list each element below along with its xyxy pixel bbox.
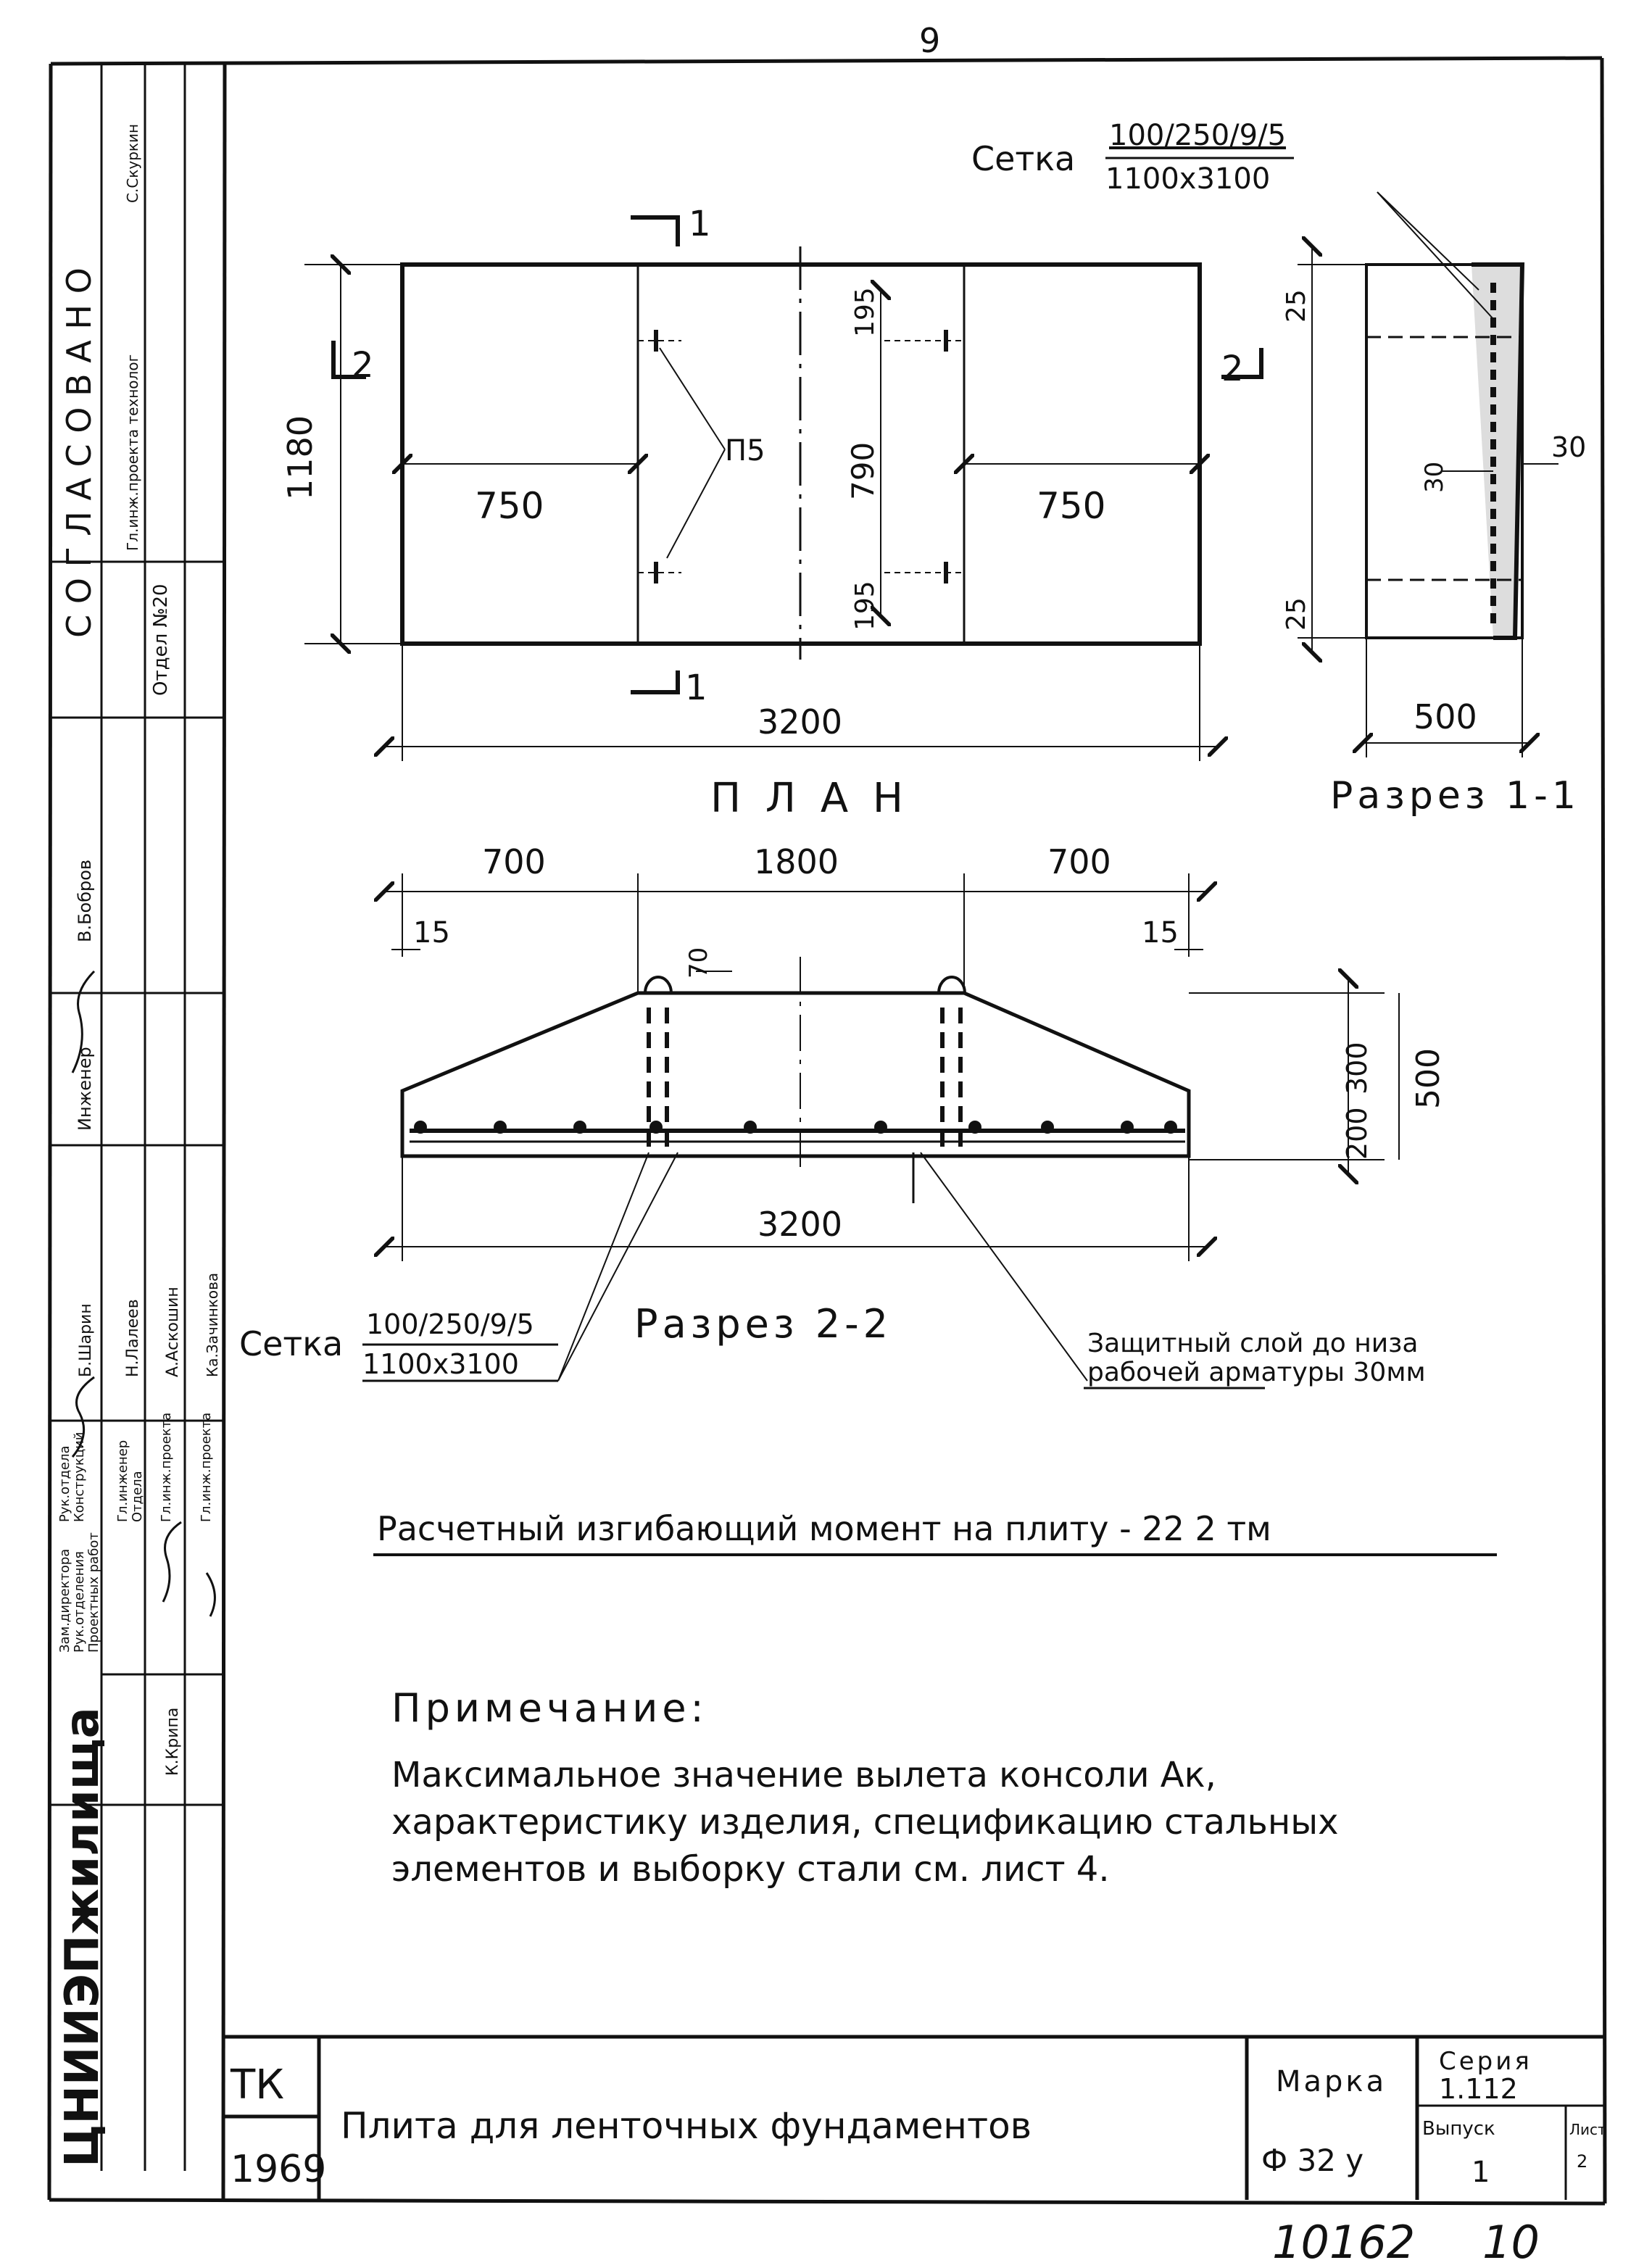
- stamp-role-1: Зам.директора: [57, 1549, 72, 1653]
- s22-dim-mid: 1800: [754, 842, 839, 881]
- plan-right-bay-dim: 750: [1037, 485, 1105, 527]
- stamp-role-3: Проектных работ: [86, 1532, 101, 1653]
- stamp-dept: Отдел №20: [150, 583, 172, 696]
- moment-text: Расчетный изгибающий момент на плиту - 2…: [377, 1509, 1271, 1548]
- stamp-name-2: Б.Шарин: [77, 1303, 95, 1377]
- s11-dim-bottom: 25: [1282, 597, 1311, 631]
- plan-view: [304, 215, 1263, 761]
- org-name: ЦНИИЭПжилища: [56, 1707, 109, 2167]
- s11-mesh-den: 1100x3100: [1105, 162, 1270, 196]
- s11-mesh-num: 100/250/9/5: [1109, 119, 1286, 152]
- section2-right-mark: 2: [1221, 349, 1244, 389]
- plan-title: П Л А Н: [710, 775, 909, 822]
- plan-width-dim: 3200: [757, 702, 842, 742]
- plan-top-gap-dim: 195: [850, 287, 880, 337]
- s22-dim-left: 700: [482, 842, 546, 881]
- section11-labels: Сетка 100/250/9/5 1100x3100 25 25 30 30 …: [971, 119, 1586, 818]
- tb-issue-value: 1: [1472, 2156, 1490, 2189]
- top-page-number: 9: [919, 21, 940, 60]
- tb-marka-label: Марка: [1276, 2065, 1387, 2098]
- plan-mid-dim: 790: [845, 442, 881, 500]
- stamp-role-9: Гл.инж.проекта: [199, 1413, 214, 1522]
- tb-marka-value: Ф 32 у: [1261, 2143, 1363, 2178]
- s22-mesh-den: 1100x3100: [362, 1348, 519, 1380]
- s22-dim-h-top: 300: [1341, 1042, 1373, 1094]
- plan-height-dim: 1180: [281, 415, 320, 500]
- stamp-role-8: Гл.инж.проекта: [159, 1413, 174, 1522]
- section22-labels: 700 1800 700 15 15 70 300 200 500 3200 Р…: [239, 842, 1447, 1390]
- stamp-role-6: Гл.инженер: [115, 1440, 130, 1522]
- s22-protect-line1: Защитный слой до низа: [1087, 1329, 1418, 1358]
- s22-mesh-num: 100/250/9/5: [366, 1308, 534, 1340]
- section1-top-mark: 1: [689, 204, 711, 244]
- tb-code: ТК: [230, 2061, 284, 2109]
- s11-dim-top: 25: [1282, 289, 1311, 323]
- s11-mesh-label: Сетка: [971, 139, 1075, 178]
- signature: [71, 970, 96, 1073]
- section22-view: [384, 873, 1400, 1382]
- tb-series-label: Серия: [1439, 2047, 1532, 2076]
- s22-edge-right: 15: [1142, 916, 1179, 950]
- s22-edge-left: 15: [413, 916, 450, 950]
- section2-left-mark: 2: [352, 345, 374, 386]
- tb-sheet-value: 2: [1577, 2151, 1587, 2172]
- notes: Расчетный изгибающий момент на плиту - 2…: [373, 1509, 1497, 1890]
- s22-dim-width: 3200: [757, 1205, 842, 1244]
- s22-protect-line2: рабочей арматуры 30мм: [1087, 1358, 1426, 1387]
- stamp-name-3: Н.Лалеев: [124, 1299, 142, 1377]
- section1-bottom-mark: 1: [685, 668, 707, 708]
- note-heading: Примечание:: [391, 1685, 708, 1731]
- s22-dim-right: 700: [1047, 842, 1111, 881]
- stamp-name-5: Ка.Зачинкова: [204, 1273, 221, 1377]
- s22-mesh-label: Сетка: [239, 1324, 343, 1363]
- title-block-text: ТК 1969 Плита для ленточных фундаментов …: [230, 2047, 1606, 2191]
- s11-dim-right: 30: [1551, 431, 1586, 463]
- signature: [71, 1376, 95, 1458]
- note-line3: элементов и выборку стали см. лист 4.: [391, 1849, 1110, 1890]
- stamp-role-4: Рук.отдела: [57, 1445, 72, 1522]
- note-line1: Максимальное значение вылета консоли Ак,: [391, 1755, 1216, 1795]
- stamp-engineer-name: В.Бобров: [75, 860, 95, 942]
- plan-loop-label: П5: [725, 434, 765, 468]
- s22-title: Разрез 2-2: [634, 1301, 892, 1347]
- plan-bottom-gap-dim: 195: [850, 581, 880, 631]
- s22-dim-h-total: 500: [1410, 1048, 1447, 1109]
- s22-dim-loop: 70: [684, 947, 713, 979]
- section11-view: [1298, 191, 1558, 757]
- stamp-role-7: Отдела: [130, 1471, 145, 1522]
- sheet-frame: [47, 56, 1607, 2206]
- note-line2: характеристику изделия, спецификацию ста…: [391, 1802, 1339, 1843]
- stamp-role-2: Рук.отделения: [72, 1551, 87, 1653]
- side-stamp-text: С О Г Л А С О В А Н О Отдел №20 Гл.инж.п…: [56, 124, 221, 2167]
- s22-dim-h-bottom: 200: [1341, 1107, 1373, 1160]
- signature: [205, 1572, 216, 1617]
- s11-dim-width: 500: [1414, 697, 1477, 736]
- tb-series-value: 1.112: [1439, 2073, 1518, 2105]
- tb-title: Плита для ленточных фундаментов: [341, 2105, 1032, 2147]
- tb-issue-label: Выпуск: [1422, 2118, 1495, 2140]
- bottom-sheet-number: 10: [1482, 2216, 1540, 2268]
- signature: [162, 1521, 182, 1603]
- plan-left-bay-dim: 750: [475, 485, 544, 527]
- stamp-name-4: А.Аскошин: [164, 1287, 182, 1377]
- tb-year: 1969: [231, 2148, 326, 2191]
- tb-sheet-label: Лист: [1569, 2121, 1606, 2138]
- s11-title: Разрез 1-1: [1330, 774, 1580, 818]
- stamp-name-1: К.Крипа: [164, 1708, 182, 1776]
- s22-rebar-dots: [414, 1121, 1177, 1134]
- stamp-agreed: С О Г Л А С О В А Н О: [59, 267, 99, 638]
- plan-labels: 1 1 2 2 1180 750 750 П5 790 195 195 3200…: [281, 204, 1244, 822]
- title-block: [223, 2035, 1605, 2200]
- stamp-head-eng: Гл.инж.проекта технолог: [124, 354, 141, 551]
- bottom-code: 10162: [1272, 2216, 1415, 2268]
- stamp-agreed-name: С.Скуркин: [124, 124, 141, 203]
- s11-dim-inner: 30: [1420, 462, 1449, 493]
